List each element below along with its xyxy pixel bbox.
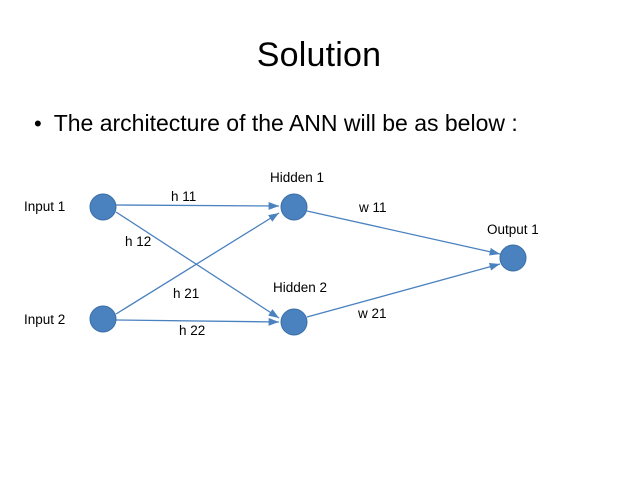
node-output1[interactable] — [499, 244, 527, 272]
bullet-marker: • — [34, 111, 42, 136]
edge-h21 — [115, 212, 280, 315]
edge-w21 — [306, 262, 501, 318]
node-label-output1: Output 1 — [487, 222, 539, 237]
node-label-input1: Input 1 — [24, 199, 66, 214]
node-label-hidden2: Hidden 2 — [273, 280, 328, 295]
edge-label-w11: w 11 — [359, 200, 387, 215]
node-label-input2: Input 2 — [24, 312, 66, 327]
edge-label-w21: w 21 — [358, 306, 387, 321]
node-hidden2[interactable] — [280, 308, 308, 336]
bullet-text: The architecture of the ANN will be as b… — [53, 110, 518, 136]
node-hidden1[interactable] — [280, 193, 308, 221]
edge-h22 — [115, 317, 280, 326]
node-input2[interactable] — [89, 305, 117, 333]
node-input1[interactable] — [89, 193, 117, 221]
edge-label-h12: h 12 — [125, 234, 152, 249]
edge-h11 — [115, 202, 280, 210]
edge-w11 — [306, 210, 501, 256]
edge-label-h11: h 11 — [171, 189, 197, 204]
bullet-item: • The architecture of the ANN will be as… — [34, 110, 614, 137]
edge-label-h21: h 21 — [173, 286, 200, 301]
neural-network-diagram: Input 1 Input 2 Hidden 1 Hidden 2 Output… — [0, 150, 638, 370]
node-label-hidden1: Hidden 1 — [270, 170, 325, 185]
edge-label-h22: h 22 — [179, 323, 206, 338]
edge-h12 — [115, 211, 280, 319]
network-graphics — [89, 193, 527, 336]
page-title: Solution — [256, 36, 382, 74]
